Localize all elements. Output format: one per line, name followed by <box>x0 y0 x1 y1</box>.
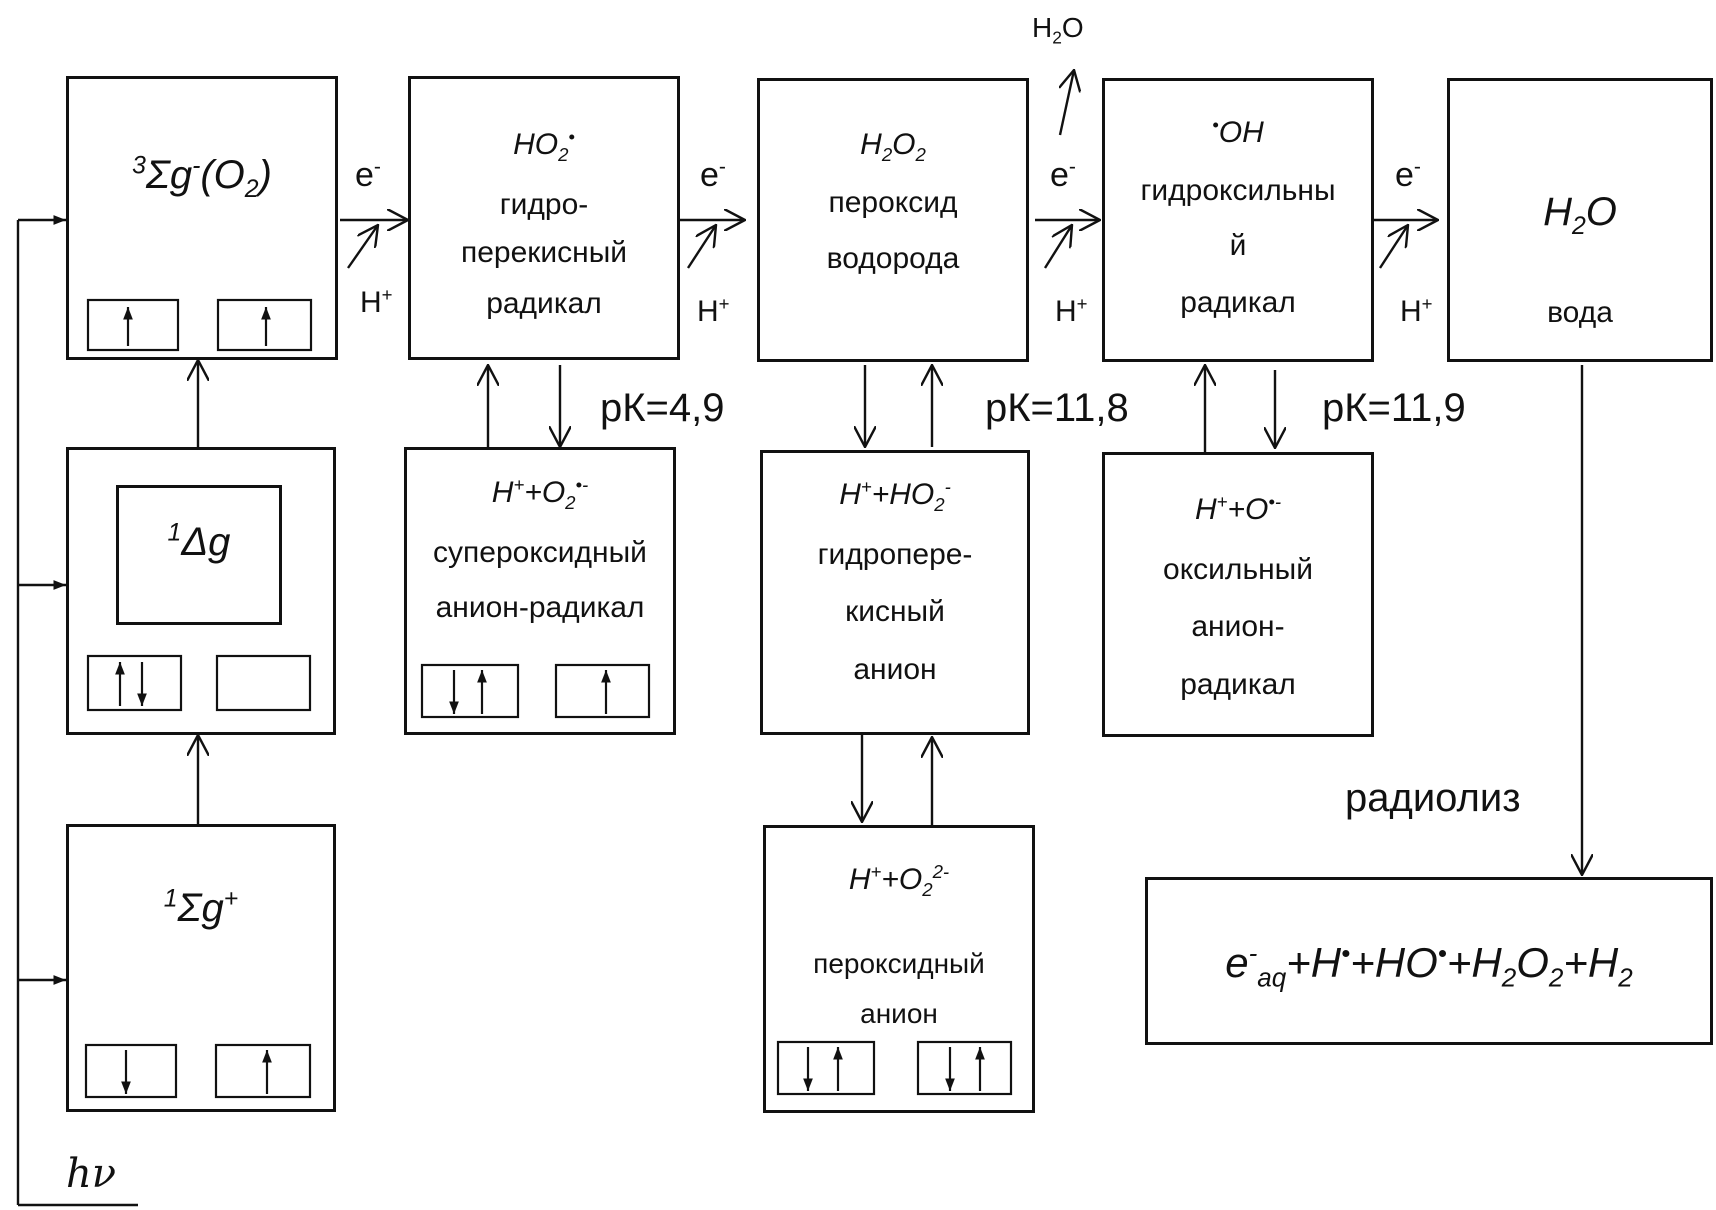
hydroperoxide-label-line2: кисный <box>845 595 945 628</box>
h-arrow-4 <box>1378 225 1408 269</box>
e-label-2: e- <box>700 155 726 194</box>
orbital-box <box>215 654 312 712</box>
e-label-3: e- <box>1050 155 1076 194</box>
h-arrow-1 <box>347 225 378 269</box>
pk-label-2: рК=11,8 <box>985 386 1129 430</box>
oh-label-line1: гидроксильны <box>1140 174 1336 207</box>
orbital-box <box>916 1040 1013 1096</box>
e-label-4: e- <box>1395 155 1421 194</box>
orbital-box <box>216 298 313 352</box>
water-label: вода <box>1547 296 1613 329</box>
triplet-term: 3Σg-(O2) <box>132 152 272 203</box>
hydroperoxide-anion-box <box>760 450 1030 735</box>
singlet-delta-term: 1Δg <box>167 519 231 564</box>
pk-label-3: рК=11,9 <box>1322 386 1466 430</box>
hv-label: hν <box>66 1151 117 1197</box>
superoxide-label-line2: анион-радикал <box>435 591 645 624</box>
h-label-2: H+ <box>697 293 730 328</box>
h2o2-label-line1: пероксид <box>828 186 958 219</box>
h-arrow-2 <box>686 225 716 269</box>
radiolysis-products: e-aq+H•+HO•+H2O2+H2 <box>1225 938 1633 993</box>
singlet-delta-box <box>66 447 336 735</box>
orbital-box <box>420 663 520 719</box>
ho2-label-line1: гидро- <box>499 188 589 221</box>
orbital-box <box>86 298 180 352</box>
triplet-oxygen-box <box>66 76 338 360</box>
superoxide-anion-box <box>404 447 676 735</box>
hydroperoxide-label-line3: анион <box>853 653 937 686</box>
orbital-box <box>554 663 651 719</box>
ho2-label-line2: перекисный <box>460 236 628 269</box>
h2o2-label-line2: водорода <box>826 242 960 275</box>
oxyl-label-line2: анион- <box>1191 610 1285 643</box>
h-label-3: H+ <box>1055 293 1088 328</box>
h2o-out-label: H2O <box>1032 12 1084 48</box>
hydroxyl-radical-box <box>1102 78 1374 362</box>
oxyl-formula: H++O•- <box>1194 491 1282 526</box>
superoxide-formula: H++O2•- <box>491 474 589 513</box>
oxyl-label-line3: радикал <box>1180 668 1296 701</box>
radiolysis-label: радиолиз <box>1345 776 1521 820</box>
orbital-box <box>86 654 183 712</box>
peroxide-label-line2: анион <box>860 998 938 1029</box>
pk-label-1: рК=4,9 <box>600 386 725 430</box>
h2o-out-arrow <box>1058 70 1074 136</box>
oh-label-line3: радикал <box>1180 286 1296 319</box>
h-label-1: H+ <box>360 284 393 319</box>
oxyl-anion-box <box>1102 452 1374 737</box>
water-formula: H2O <box>1543 190 1617 240</box>
peroxide-formula: H++O22- <box>848 861 950 900</box>
orbital-box <box>84 1043 178 1099</box>
radiolysis-products-box <box>1145 877 1713 1045</box>
peroxide-label-line1: пероксидный <box>813 948 985 979</box>
peroxide-anion-box <box>763 825 1035 1113</box>
hydroperoxide-label-line1: гидропере- <box>817 538 973 571</box>
h-label-4: H+ <box>1400 293 1433 328</box>
singlet-delta-inner-box <box>116 485 282 625</box>
hydrogen-peroxide-box <box>757 78 1029 362</box>
orbital-box <box>214 1043 312 1099</box>
oh-label-line2: й <box>1229 229 1247 262</box>
superoxide-label-line1: супероксидный <box>433 536 647 569</box>
ho2-formula: HO2• <box>513 126 575 165</box>
h2o2-formula: H2O2 <box>860 128 926 165</box>
singlet-sigma-term: 1Σg+ <box>163 885 239 930</box>
orbital-box <box>776 1040 876 1096</box>
h-arrow-3 <box>1043 225 1072 269</box>
oh-formula: •OH <box>1212 114 1264 149</box>
oxyl-label-line1: оксильный <box>1163 553 1313 586</box>
hydroperoxyl-radical-box <box>408 76 680 360</box>
water-box <box>1447 78 1713 362</box>
e-label-1: e- <box>355 155 381 194</box>
singlet-sigma-box <box>66 824 336 1112</box>
hydroperoxide-formula: H++HO2- <box>839 476 951 515</box>
ho2-label-line3: радикал <box>486 287 602 320</box>
